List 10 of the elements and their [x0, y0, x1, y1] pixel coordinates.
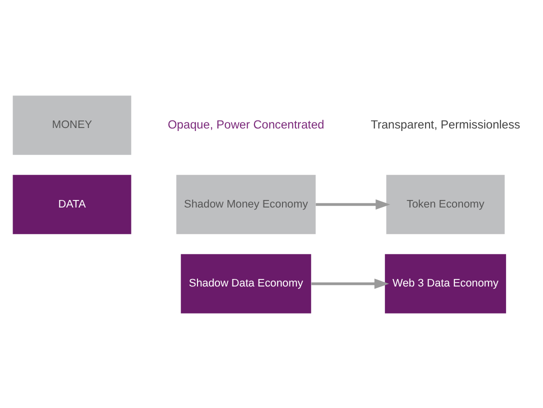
node-box: Shadow Data Economy: [180, 254, 312, 313]
node-box: Shadow Money Economy: [176, 174, 316, 234]
arrow: [311, 278, 390, 288]
node-box: DATA: [12, 174, 132, 234]
node-box: Web 3 Data Economy: [384, 254, 506, 313]
label: Opaque, Power Concentrated: [168, 116, 324, 131]
node-box: Token Economy: [386, 174, 505, 234]
label: Transparent, Permissionless: [370, 116, 520, 131]
arrow: [316, 198, 390, 210]
node-box: MONEY: [12, 95, 132, 154]
